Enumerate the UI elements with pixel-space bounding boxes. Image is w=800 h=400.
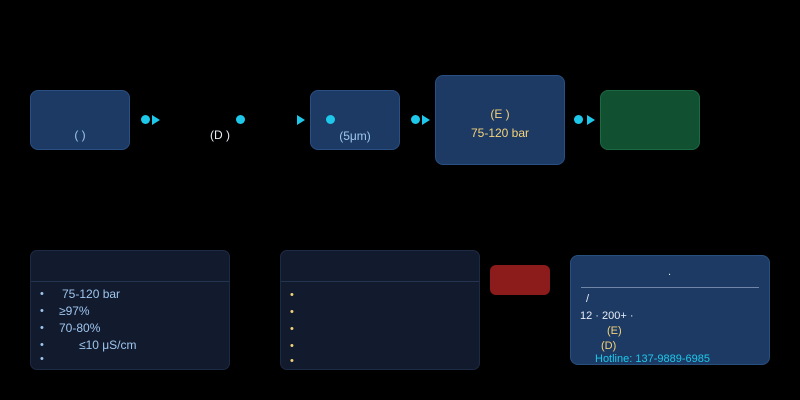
contact-divider xyxy=(581,287,759,288)
arrow-right-icon xyxy=(297,115,305,125)
contact-line-1: / xyxy=(586,293,590,305)
list-bullet: • xyxy=(290,289,294,301)
connector-dot-4 xyxy=(411,115,420,124)
flow-node-1: ( ) xyxy=(30,90,130,150)
connector-dot-5 xyxy=(574,115,583,124)
spec-item-rejection: ≥97% xyxy=(59,304,90,318)
contact-line-3: (E) xyxy=(607,325,622,337)
flow-node-5-output xyxy=(600,90,700,150)
flow-node-4-ro-membrane: (E ) 75-120 bar xyxy=(435,75,565,165)
connector-dot-3 xyxy=(326,115,335,124)
contact-line-4: (D) xyxy=(601,340,617,352)
flow-node-3: (5μm) xyxy=(310,90,400,150)
feature-panel: • • • • • xyxy=(280,250,480,370)
contact-panel: . / 12 · 200+ · (E) (D) Hotline: 137-988… xyxy=(570,255,770,365)
arrow-right-icon xyxy=(152,115,160,125)
spec-panel: • 75-120 bar • ≥97% • 70-80% • ≤10 μS/cm… xyxy=(30,250,230,370)
spec-item-pressure: 75-120 bar xyxy=(62,287,121,301)
flow-node-4-label: (E ) xyxy=(490,107,510,121)
list-bullet: • xyxy=(40,353,44,365)
list-bullet: • xyxy=(290,355,294,367)
list-bullet: • xyxy=(40,339,44,351)
spec-panel-header xyxy=(31,251,229,282)
flow-node-2-label: (D ) xyxy=(210,128,230,142)
arrow-right-icon xyxy=(422,115,430,125)
list-bullet: • xyxy=(40,288,44,300)
feature-panel-header xyxy=(281,251,479,282)
list-bullet: • xyxy=(290,306,294,318)
list-bullet: • xyxy=(290,323,294,335)
list-bullet: • xyxy=(40,322,44,334)
spec-item-recovery: 70-80% xyxy=(59,321,101,335)
list-bullet: • xyxy=(40,305,44,317)
highlight-red-box xyxy=(490,265,550,295)
flow-node-1-label: ( ) xyxy=(74,128,86,142)
contact-hotline[interactable]: Hotline: 137-9889-6985 xyxy=(595,353,710,365)
connector-dot-2 xyxy=(236,115,245,124)
flow-node-3-label: (5μm) xyxy=(339,129,371,143)
flow-node-4-pressure: 75-120 bar xyxy=(470,126,530,140)
spec-item-conductivity: ≤10 μS/cm xyxy=(79,338,137,352)
contact-title: . xyxy=(668,266,672,278)
contact-line-2: 12 · 200+ · xyxy=(580,310,634,322)
list-bullet: • xyxy=(290,340,294,352)
connector-dot-1 xyxy=(141,115,150,124)
arrow-right-icon xyxy=(587,115,595,125)
